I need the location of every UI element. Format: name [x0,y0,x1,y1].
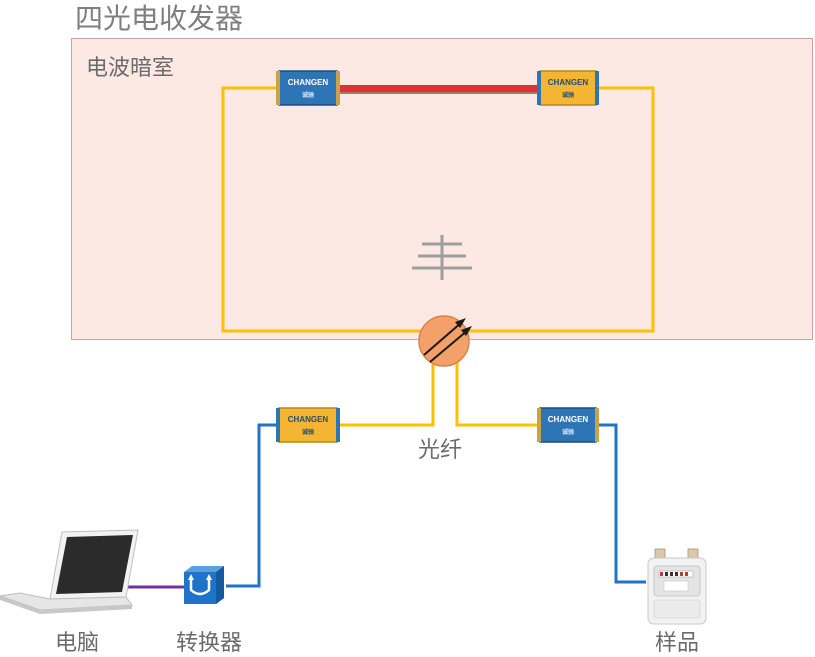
diagram-title: 四光电收发器 [75,2,244,35]
module-3-brand: CHANGEN [288,415,329,424]
gas-meter-icon [647,548,707,625]
module-3-sub: 诚驰 [302,428,314,436]
laptop-icon [0,529,139,614]
media-converter-module-3: CHANGEN 诚驰 [276,407,340,443]
optical-splitter-icon [418,315,472,367]
fiber-line-down-left [338,360,435,427]
module-4-brand: CHANGEN [548,415,589,424]
chamber-label: 电波暗室 [86,56,175,81]
module-2-brand: CHANGEN [548,78,589,87]
module-4-sub: 诚驰 [562,428,574,436]
media-converter-module-4: CHANGEN 诚驰 [537,407,599,443]
module-2-sub: 诚驰 [562,91,574,99]
fiber-label: 光纤 [418,438,463,463]
fiber-line-right [468,86,655,333]
fiber-line-down-right [455,360,540,427]
rf-cable [336,85,540,92]
computer-label: 电脑 [55,631,100,656]
copper-line-right [596,423,646,584]
media-converter-module-1: CHANGEN 诚驰 [276,70,340,106]
copper-line-left [226,423,280,588]
fiber-line-left [221,86,425,333]
sample-label: 样品 [655,631,700,656]
usb-converter-icon [184,566,224,604]
converter-label: 转换器 [176,631,243,656]
antenna-icon [412,235,472,280]
module-1-sub: 诚驰 [302,91,314,99]
media-converter-module-2: CHANGEN 诚驰 [537,70,599,106]
module-1-brand: CHANGEN [288,78,329,87]
